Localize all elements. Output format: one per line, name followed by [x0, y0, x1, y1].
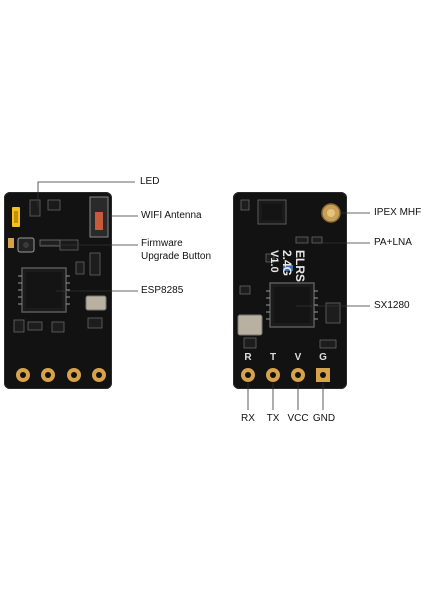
led-label: LED: [140, 176, 160, 187]
pin-mark-g: G: [319, 352, 327, 363]
pin-tx-label: TX: [266, 413, 280, 424]
firmware-label-line-2: Upgrade Button: [141, 250, 212, 262]
pin-mark-t: T: [269, 352, 277, 363]
silkscreen-line-1: ELRS 2.4G: [279, 250, 307, 283]
silkscreen-text: ELRS 2.4G V1.0: [266, 250, 307, 310]
left-callout-lines: [37, 181, 138, 292]
pin-mark-r: R: [244, 352, 252, 363]
pin-mark-v: V: [294, 352, 302, 363]
right-callout-lines: [247, 212, 370, 410]
right-board-components: [237, 199, 341, 382]
sx1280-label: SX1280: [374, 300, 410, 311]
ipex-label: IPEX MHF: [374, 207, 422, 218]
firmware-label: Firmware Upgrade Button: [141, 238, 211, 263]
pa-lna-label: PA+LNA: [374, 237, 412, 248]
left-board-pads: [16, 368, 106, 382]
firmware-label-line-1: Firmware: [141, 238, 183, 249]
right-board-pads: [241, 368, 330, 382]
pin-vcc-label: VCC: [287, 413, 309, 424]
left-board-components: [8, 196, 109, 382]
pin-gnd-label: GND: [312, 413, 336, 424]
wifi-antenna-label: WIFI Antenna: [141, 210, 202, 221]
pin-rx-label: RX: [241, 413, 255, 424]
silkscreen-line-2: V1.0: [267, 250, 280, 273]
esp8285-label: ESP8285: [141, 285, 184, 296]
